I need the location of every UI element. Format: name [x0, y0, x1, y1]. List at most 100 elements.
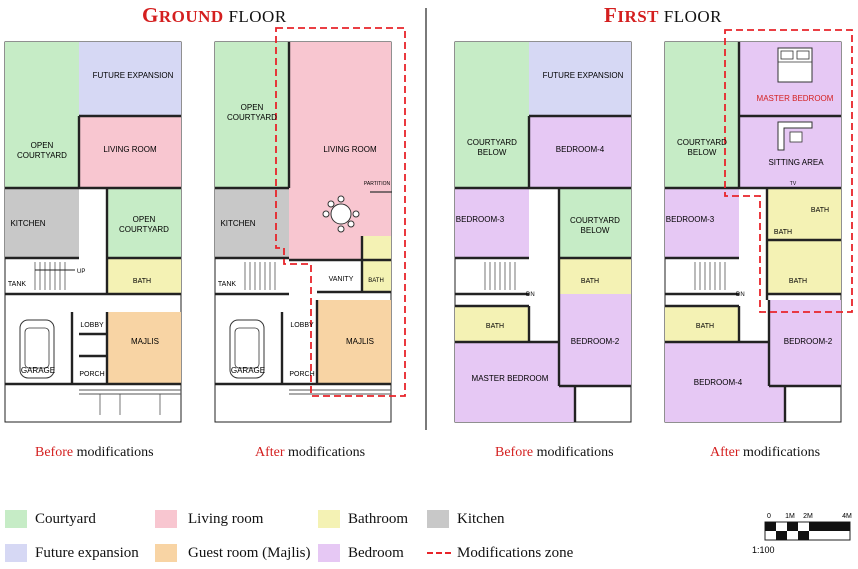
plan-ground-before: OPEN COURTYARD FUTURE EXPANSION LIVING R… [4, 41, 182, 423]
car-icon [19, 319, 55, 379]
label-courtyard-2: COURTYARD [119, 225, 169, 234]
legend-label-guest-room: Guest room (Majlis) [188, 545, 311, 561]
label-kitchen: KITCHEN [10, 219, 45, 228]
caption-modifications-word: modifications [76, 445, 154, 460]
scale-ratio: 1:100 [752, 545, 775, 555]
sofa-icon [777, 121, 813, 151]
plan-first-before: COURTYARD BELOW FUTURE EXPANSION BEDROOM… [454, 41, 632, 423]
legend-swatch-living-room [155, 510, 177, 528]
zone-bath [362, 236, 391, 292]
label-garage: GARAGE [231, 366, 265, 375]
label-kitchen: KITCHEN [220, 219, 255, 228]
scale-bar: 0 1M 2M 4M 1:100 [752, 513, 852, 555]
zone-bedroom-4 [665, 342, 785, 422]
label-bath-2: BATH [774, 229, 792, 236]
zone-kitchen [5, 188, 79, 258]
label-bath-3: BATH [789, 278, 807, 285]
label-up: UP [77, 269, 85, 275]
label-living-room: LIVING ROOM [103, 145, 157, 154]
caption-modifications-word: modifications [743, 445, 821, 460]
zone-open-courtyard [107, 188, 181, 258]
zone-living-room [79, 116, 181, 188]
ground-title-rest: ROUND [158, 7, 224, 26]
ground-floor-title: GROUND FLOOR [142, 3, 287, 28]
legend-label-modifications-zone: Modifications zone [457, 545, 574, 561]
label-open: OPEN [31, 141, 54, 150]
plan-ground-after: OPEN COURTYARD LIVING ROOM PARTITION KIT… [214, 27, 406, 423]
label-tank: TANK [218, 281, 236, 288]
legend-swatch-bathroom [318, 510, 340, 528]
label-garage: GARAGE [21, 366, 55, 375]
legend-label-living-room: Living room [188, 511, 264, 527]
label-courtyard-2: COURTYARD [570, 216, 620, 225]
label-master-bedroom: MASTER BEDROOM [757, 94, 834, 103]
stairs [34, 262, 75, 290]
caption-after-word: After [710, 445, 740, 460]
legend-label-bedroom: Bedroom [348, 545, 404, 561]
zone-courtyard-below [455, 42, 529, 188]
label-majlis: MAJLIS [346, 337, 374, 346]
label-bedroom-2: BEDROOM-2 [784, 337, 833, 346]
label-tv: TV [790, 181, 797, 187]
caption-ground-before: Before modifications [35, 445, 154, 461]
label-below: BELOW [478, 148, 507, 157]
label-courtyard: COURTYARD [677, 138, 727, 147]
plan-first-after: COURTYARD BELOW MASTER BEDROOM SITTING A… [664, 29, 853, 423]
label-porch: PORCH [79, 371, 104, 378]
label-bath-2: BATH [486, 323, 504, 330]
label-lobby: LOBBY [80, 322, 104, 329]
zone-majlis [317, 300, 391, 384]
zone-future-expansion [529, 42, 631, 116]
modifications-zone-outline [275, 27, 406, 397]
dining-table-icon [322, 195, 360, 233]
label-bedroom-2: BEDROOM-2 [571, 337, 620, 346]
label-bath-4: BATH [696, 323, 714, 330]
label-open: OPEN [241, 103, 264, 112]
label-vanity: VANITY [329, 276, 354, 283]
label-courtyard: COURTYARD [227, 113, 277, 122]
legend-swatch-kitchen [427, 510, 449, 528]
label-future-expansion: FUTURE EXPANSION [93, 71, 174, 80]
label-living-room: LIVING ROOM [323, 145, 377, 154]
label-open-2: OPEN [133, 215, 156, 224]
legend-swatch-future-expansion [5, 544, 27, 562]
caption-ground-after: After modifications [255, 445, 365, 461]
car-icon [229, 319, 265, 379]
label-bedroom-3: BEDROOM-3 [456, 215, 505, 224]
label-below: BELOW [688, 148, 717, 157]
label-partition: PARTITION [364, 181, 391, 187]
zone-future-expansion [79, 42, 181, 116]
walls [665, 42, 841, 422]
label-future-expansion: FUTURE EXPANSION [543, 71, 624, 80]
legend-label-future-expansion: Future expansion [35, 545, 139, 561]
label-dn: DN [526, 292, 535, 298]
label-porch: PORCH [289, 371, 314, 378]
label-bath: BATH [581, 278, 599, 285]
caption-first-after: After modifications [710, 445, 820, 461]
caption-before-word: Before [495, 445, 534, 460]
label-bedroom-3: BEDROOM-3 [666, 215, 715, 224]
bed-icon [777, 47, 813, 83]
zone-bedroom-3 [665, 188, 739, 258]
first-floor-title: FIRST FLOOR [604, 3, 722, 28]
legend-label-kitchen: Kitchen [457, 511, 505, 527]
zone-courtyard [5, 42, 79, 188]
caption-modifications-word: modifications [536, 445, 614, 460]
label-majlis: MAJLIS [131, 337, 159, 346]
label-bath: BATH [133, 278, 151, 285]
zone-bedroom-3 [455, 188, 529, 258]
label-tank: TANK [8, 281, 26, 288]
zone-master-bedroom [455, 342, 575, 422]
legend-swatch-guest-room [155, 544, 177, 562]
caption-after-word: After [255, 445, 285, 460]
label-below-2: BELOW [581, 226, 610, 235]
first-title-initial: F [604, 3, 618, 27]
scale-label-1: 1M [785, 513, 795, 520]
scale-label-2: 2M [803, 513, 813, 520]
ground-title-initial: G [142, 3, 159, 27]
legend-swatch-modifications-zone [427, 552, 453, 554]
legend-label-bathroom: Bathroom [348, 511, 408, 527]
label-dn: DN [736, 292, 745, 298]
label-bath: BATH [811, 207, 829, 214]
